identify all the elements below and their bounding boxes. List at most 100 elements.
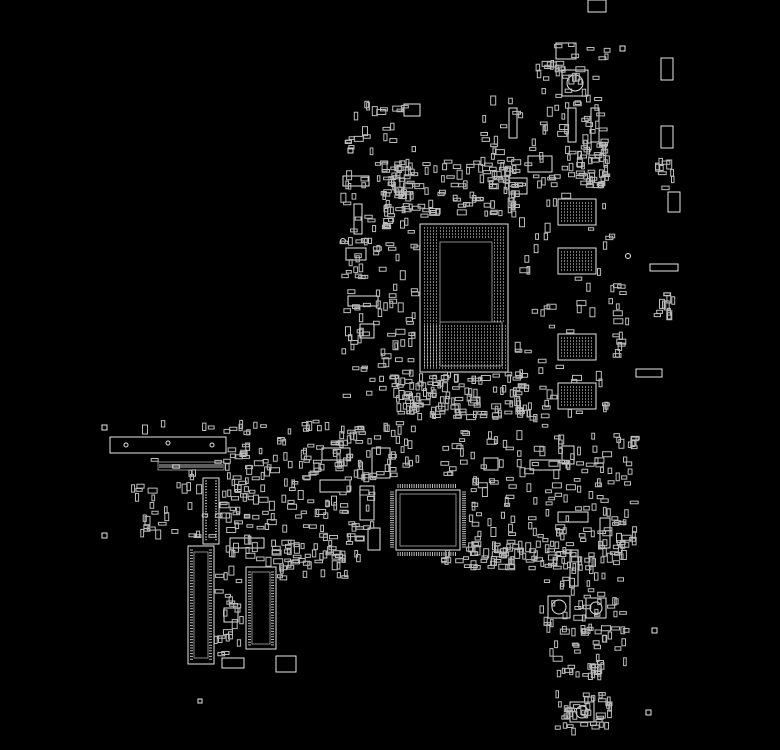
passive-component <box>158 522 166 525</box>
memory-chip-footprint[interactable] <box>558 248 596 274</box>
passive-component <box>551 395 557 399</box>
passive-component <box>603 636 607 643</box>
passive-component <box>400 271 405 280</box>
passive-component <box>261 425 267 428</box>
passive-component <box>359 328 363 336</box>
passive-component <box>215 460 221 463</box>
passive-component <box>656 163 660 170</box>
memory-chip-footprint[interactable] <box>558 199 596 225</box>
connector-pin <box>210 443 214 447</box>
passive-component <box>606 156 610 163</box>
passive-component <box>493 387 496 392</box>
passive-component <box>453 387 460 390</box>
passive-component <box>511 516 515 522</box>
crystal-footprint[interactable] <box>562 70 588 96</box>
passive-component <box>396 329 405 334</box>
passive-component <box>269 501 274 510</box>
passive-component <box>473 378 481 381</box>
passive-component <box>450 467 457 471</box>
passive-component <box>382 162 387 171</box>
passive-component <box>248 496 253 499</box>
vertical-connector-footprint[interactable] <box>203 478 219 544</box>
passive-component <box>662 186 669 190</box>
ic-footprint[interactable] <box>558 512 588 522</box>
passive-component <box>567 330 574 333</box>
passive-component <box>252 543 257 552</box>
side-connector-footprint[interactable] <box>668 192 680 212</box>
passive-component <box>576 176 584 179</box>
passive-component <box>298 491 303 500</box>
ic-footprint[interactable] <box>343 176 369 186</box>
passive-component <box>505 411 512 414</box>
passive-component <box>148 488 157 493</box>
ic-footprint[interactable] <box>230 538 264 548</box>
passive-component <box>296 515 302 518</box>
passive-component <box>558 67 564 71</box>
passive-component <box>293 555 301 558</box>
passive-component <box>567 462 570 470</box>
passive-component <box>342 349 346 354</box>
passive-component <box>441 462 449 466</box>
passive-component <box>605 175 608 180</box>
passive-component <box>510 201 516 205</box>
passive-component <box>562 558 565 563</box>
passive-component <box>461 460 468 464</box>
passive-component <box>209 535 216 538</box>
passive-component <box>602 626 611 631</box>
long-connector-footprint[interactable] <box>650 264 678 271</box>
ic-footprint[interactable] <box>530 460 560 470</box>
passive-component <box>513 544 519 548</box>
passive-component <box>397 404 401 412</box>
passive-component <box>309 525 316 528</box>
passive-component <box>227 601 235 604</box>
ic-footprint[interactable] <box>360 324 374 338</box>
passive-component <box>513 166 516 174</box>
inductor-footprint[interactable] <box>509 108 517 138</box>
passive-component <box>557 529 560 537</box>
passive-component <box>602 573 605 579</box>
crystal-footprint[interactable] <box>586 598 606 618</box>
passive-component <box>393 106 402 111</box>
pch-qfp-footprint[interactable] <box>396 490 460 550</box>
passive-component <box>581 723 588 727</box>
passive-component <box>598 184 603 188</box>
ic-footprint[interactable] <box>276 656 296 672</box>
passive-component <box>446 392 450 399</box>
passive-component <box>384 177 391 180</box>
ic-footprint[interactable] <box>360 486 374 520</box>
ic-footprint[interactable] <box>404 104 420 116</box>
passive-component <box>534 245 538 253</box>
ic-footprint[interactable] <box>372 448 390 478</box>
passive-component <box>547 549 554 552</box>
vertical-connector-footprint[interactable] <box>188 546 214 664</box>
top-connector-footprint[interactable] <box>588 0 606 12</box>
side-connector-footprint[interactable] <box>661 58 673 80</box>
vertical-connector-footprint[interactable] <box>246 567 276 649</box>
passive-component <box>347 436 351 443</box>
passive-component <box>576 411 582 414</box>
passive-component <box>559 435 564 444</box>
long-connector-footprint[interactable] <box>636 369 662 377</box>
board-top-ic-footprint[interactable] <box>556 43 576 59</box>
passive-component <box>288 429 291 434</box>
passive-component <box>285 479 288 486</box>
memory-chip-footprint[interactable] <box>558 334 596 360</box>
passive-component <box>489 181 492 187</box>
ic-footprint[interactable] <box>222 658 244 668</box>
side-connector-footprint[interactable] <box>661 126 673 148</box>
passive-component <box>261 472 264 479</box>
passive-component <box>624 457 627 462</box>
crystal-footprint[interactable] <box>548 596 570 618</box>
passive-component <box>509 533 516 536</box>
passive-component <box>532 463 538 466</box>
ic-footprint[interactable] <box>484 458 498 470</box>
passive-component <box>421 400 430 405</box>
horizontal-connector-footprint[interactable] <box>110 437 226 453</box>
passive-component <box>487 439 496 444</box>
passive-component <box>380 386 387 390</box>
cpu-bga-footprint[interactable] <box>420 224 508 372</box>
ic-footprint[interactable] <box>354 204 362 234</box>
passive-component <box>578 151 582 159</box>
passive-component <box>538 535 543 538</box>
